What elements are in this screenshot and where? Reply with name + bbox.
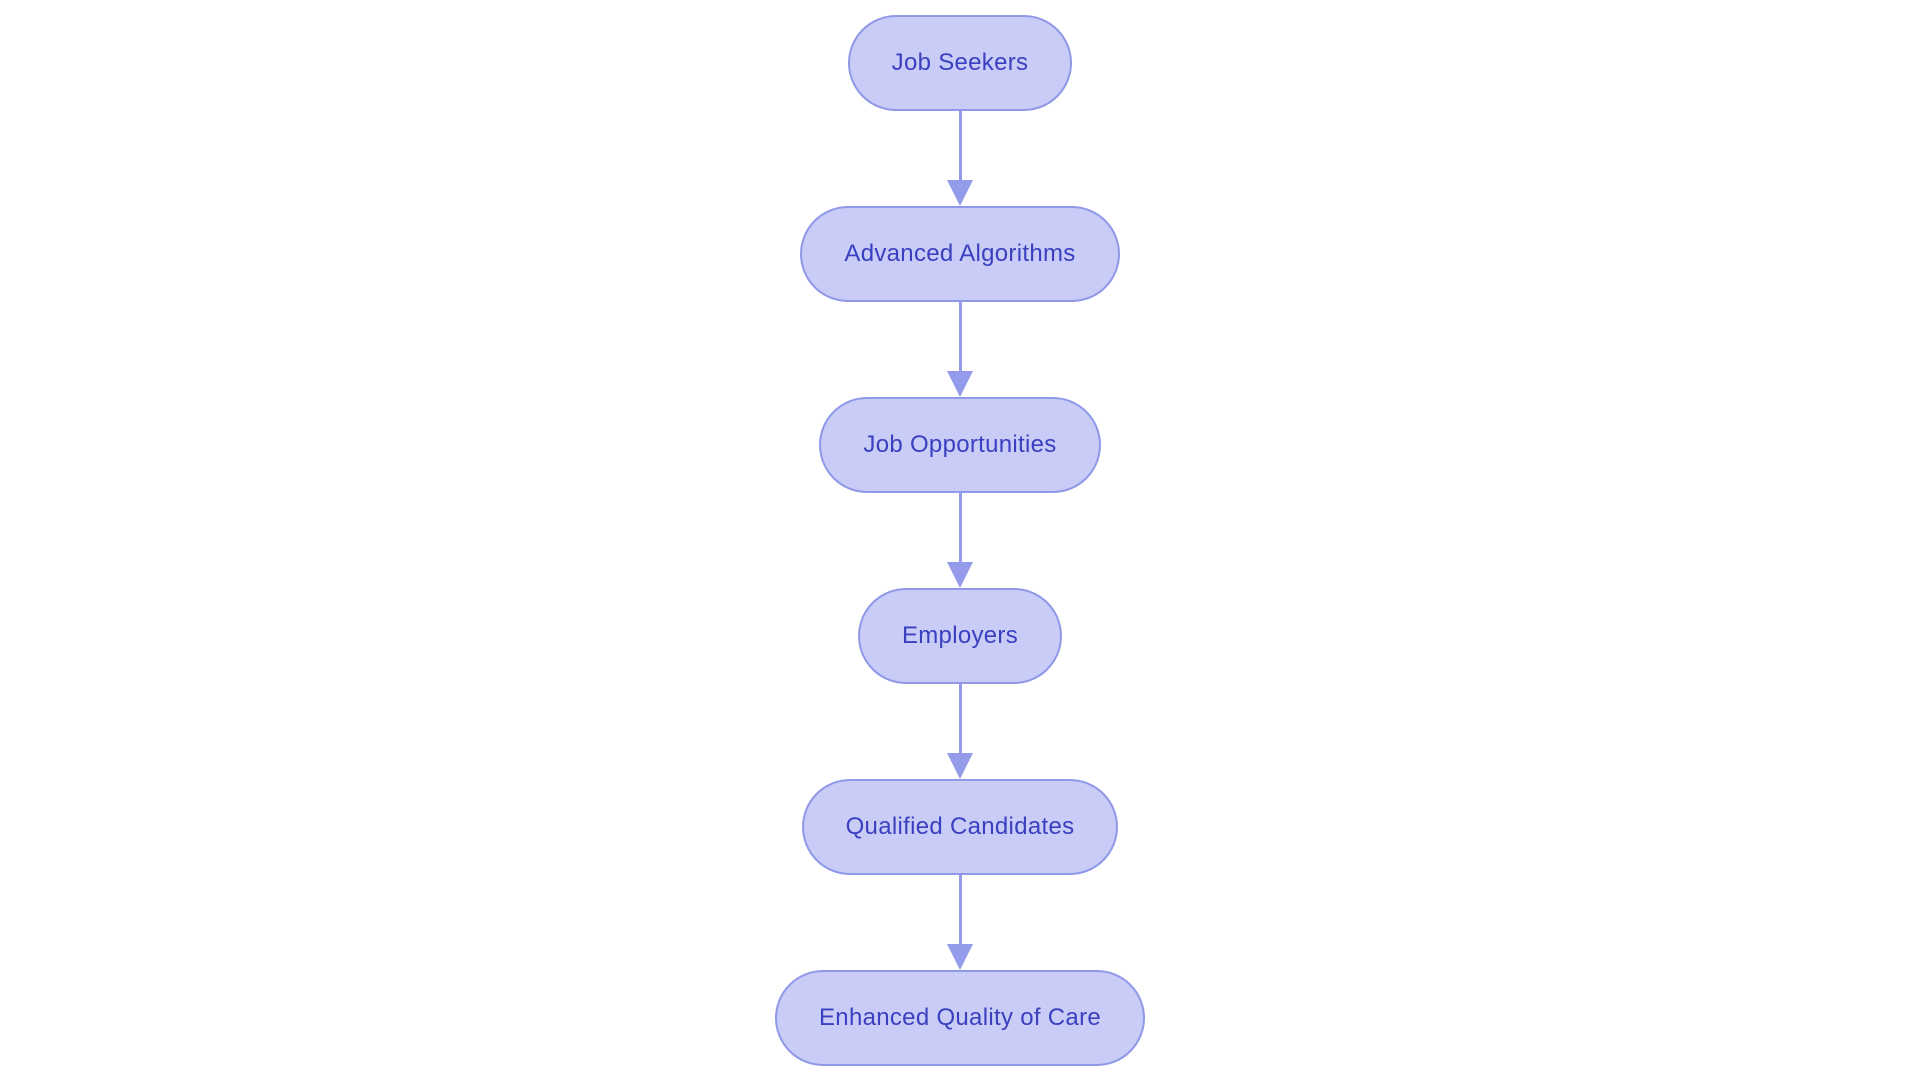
flow-node-enhanced-quality-of-care: Enhanced Quality of Care bbox=[774, 970, 1146, 1066]
flow-node-job-seekers: Job Seekers bbox=[847, 15, 1073, 111]
arrow-head-icon bbox=[947, 180, 973, 206]
node-label: Employers bbox=[901, 622, 1019, 649]
node-label: Job Opportunities bbox=[863, 431, 1057, 458]
node-label: Job Seekers bbox=[891, 49, 1029, 76]
arrow-head-icon bbox=[947, 753, 973, 779]
arrow-head-icon bbox=[947, 562, 973, 588]
arrow-head-icon bbox=[947, 944, 973, 970]
arrow-line bbox=[958, 302, 962, 371]
node-label: Advanced Algorithms bbox=[844, 240, 1076, 267]
flowchart: Job Seekers Advanced Algorithms Job Oppo… bbox=[0, 15, 1920, 1066]
flow-arrow bbox=[947, 875, 973, 970]
node-label: Qualified Candidates bbox=[845, 813, 1075, 840]
arrow-line bbox=[958, 875, 962, 944]
arrow-line bbox=[958, 684, 962, 753]
arrow-head-icon bbox=[947, 371, 973, 397]
flow-arrow bbox=[947, 111, 973, 206]
node-label: Enhanced Quality of Care bbox=[818, 1004, 1102, 1031]
flow-node-qualified-candidates: Qualified Candidates bbox=[801, 779, 1119, 875]
flow-arrow bbox=[947, 684, 973, 779]
arrow-line bbox=[958, 111, 962, 180]
flow-arrow bbox=[947, 302, 973, 397]
flow-node-employers: Employers bbox=[857, 588, 1063, 684]
flow-node-advanced-algorithms: Advanced Algorithms bbox=[800, 206, 1120, 302]
flow-arrow bbox=[947, 493, 973, 588]
flow-node-job-opportunities: Job Opportunities bbox=[819, 397, 1101, 493]
arrow-line bbox=[958, 493, 962, 562]
